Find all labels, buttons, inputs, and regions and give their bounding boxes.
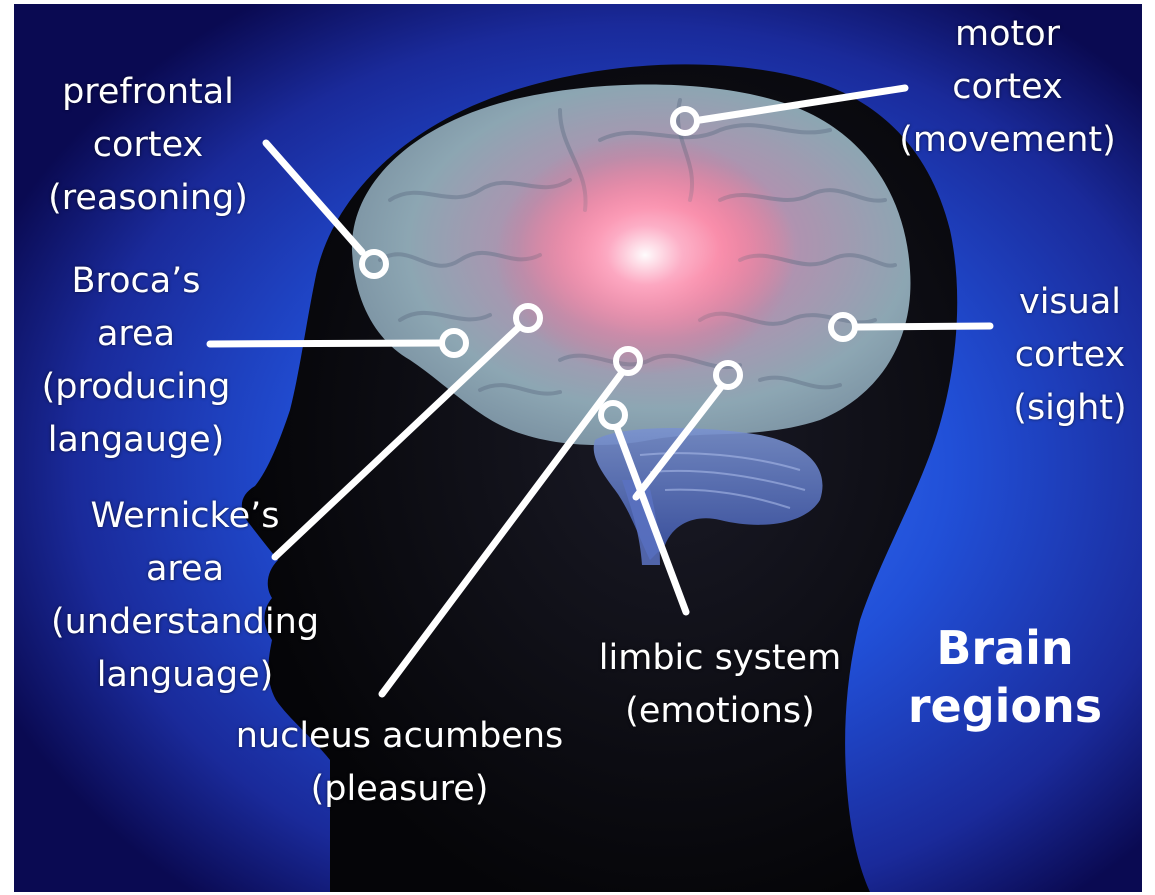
limbic-label: limbic system (emotions): [585, 632, 855, 738]
broca-pointer: [210, 343, 440, 344]
prefrontal-label: prefrontal cortex (reasoning): [40, 66, 256, 225]
brain-glow: [495, 135, 795, 375]
diagram-title: Brain regions: [885, 619, 1125, 735]
nucleus-label: nucleus acumbens (pleasure): [222, 710, 577, 816]
broca-label: Broca’s area (producing langauge): [28, 255, 244, 467]
motor-label: motor cortex (movement): [895, 8, 1120, 167]
wernicke-label: Wernicke’s area (understanding language): [40, 490, 330, 702]
visual-label: visual cortex (sight): [995, 276, 1145, 435]
visual-pointer: [857, 326, 990, 327]
